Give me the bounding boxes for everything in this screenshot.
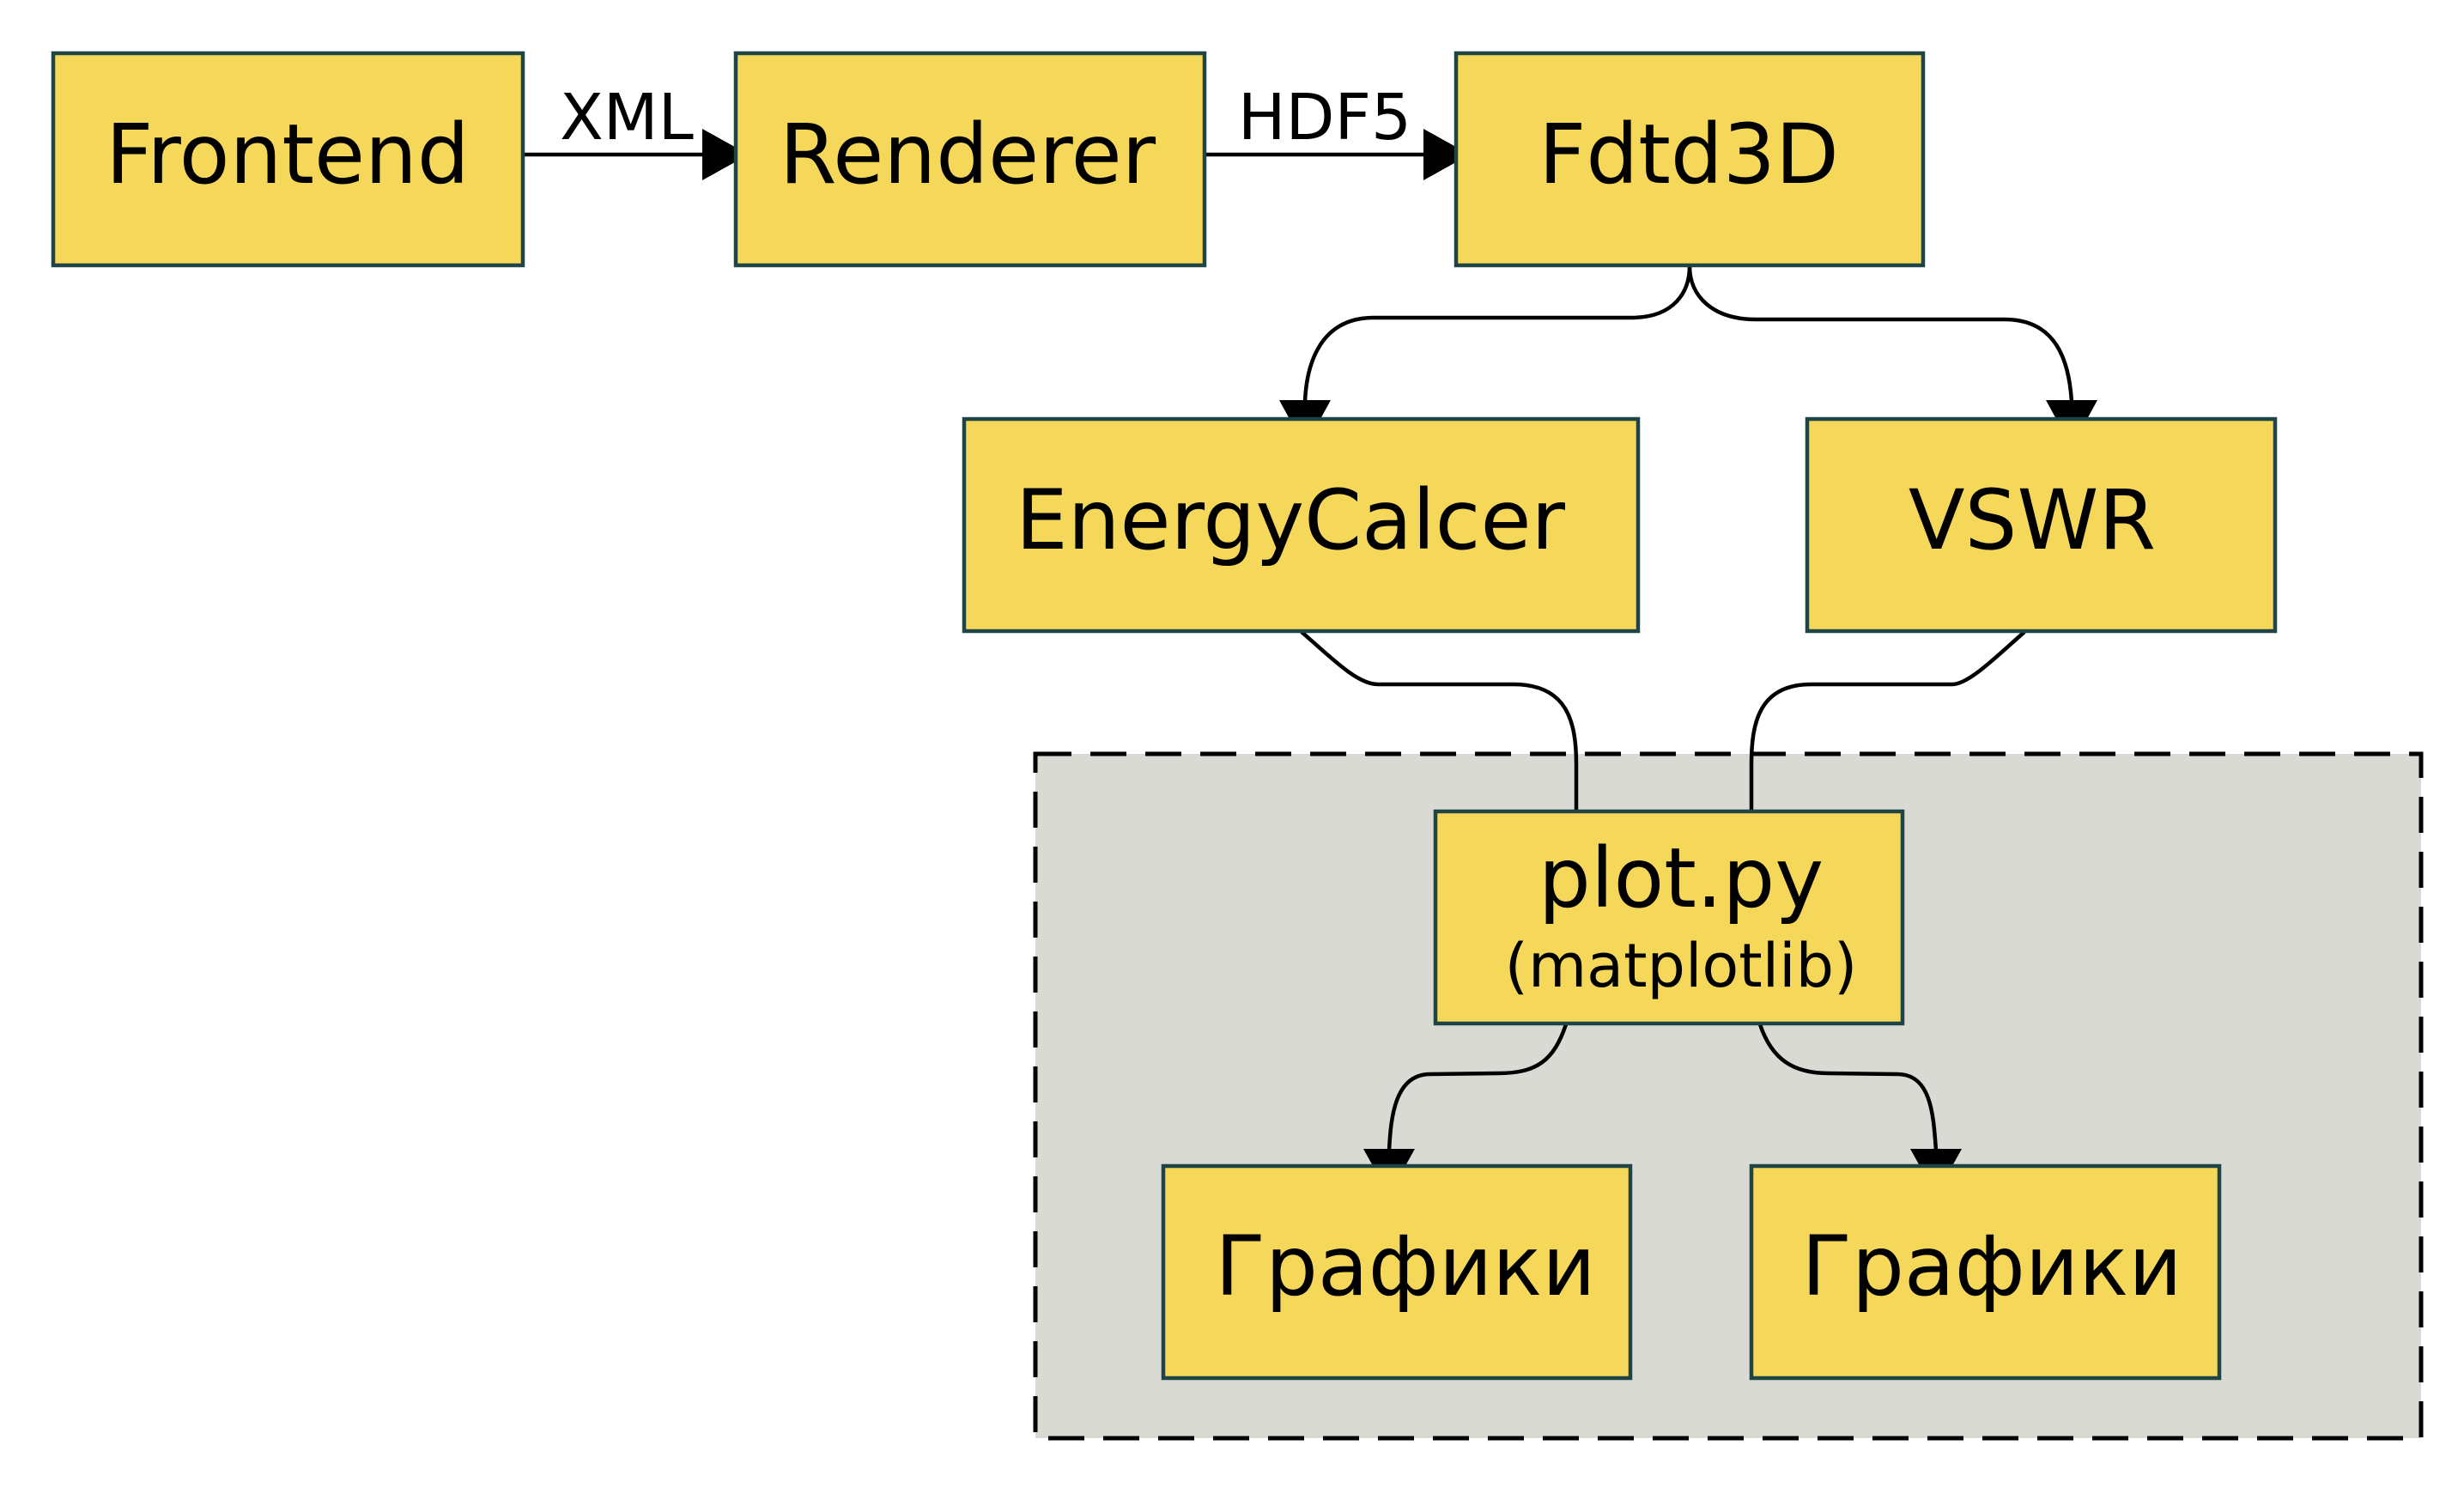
node-graphs-right: Графики bbox=[1749, 1163, 2222, 1381]
edge-label-hdf5: HDF5 bbox=[1238, 81, 1411, 155]
node-plot-py-label: plot.py bbox=[1538, 830, 1824, 926]
node-fdtd3d-label: Fdtd3D bbox=[1538, 106, 1839, 203]
edge-renderer-fdtd3d bbox=[1205, 129, 1470, 180]
node-renderer-label: Renderer bbox=[780, 106, 1156, 203]
node-plot-py-sublabel: (matplotlib) bbox=[1505, 931, 1858, 1001]
edge-frontend-renderer bbox=[523, 129, 749, 180]
node-vswr-label: VSWR bbox=[1909, 472, 2156, 568]
edge-vswr-plot bbox=[1749, 630, 2026, 811]
node-plot-py: plot.py (matplotlib) bbox=[1433, 809, 1905, 1026]
node-vswr: VSWR bbox=[1805, 416, 2278, 634]
node-frontend: Frontend bbox=[51, 51, 525, 268]
node-graphs-right-label: Графики bbox=[1801, 1218, 2182, 1315]
node-graphs-left-label: Графики bbox=[1215, 1218, 1595, 1315]
node-frontend-label: Frontend bbox=[106, 106, 470, 203]
node-energycalcer: EnergyCalcer bbox=[962, 416, 1641, 634]
node-fdtd3d: Fdtd3D bbox=[1454, 51, 1926, 268]
edge-energycalcer-plot bbox=[1300, 630, 1579, 811]
node-energycalcer-label: EnergyCalcer bbox=[1016, 472, 1565, 568]
edge-label-xml: XML bbox=[560, 81, 694, 155]
node-graphs-left: Графики bbox=[1161, 1163, 1633, 1381]
node-renderer: Renderer bbox=[733, 51, 1207, 268]
